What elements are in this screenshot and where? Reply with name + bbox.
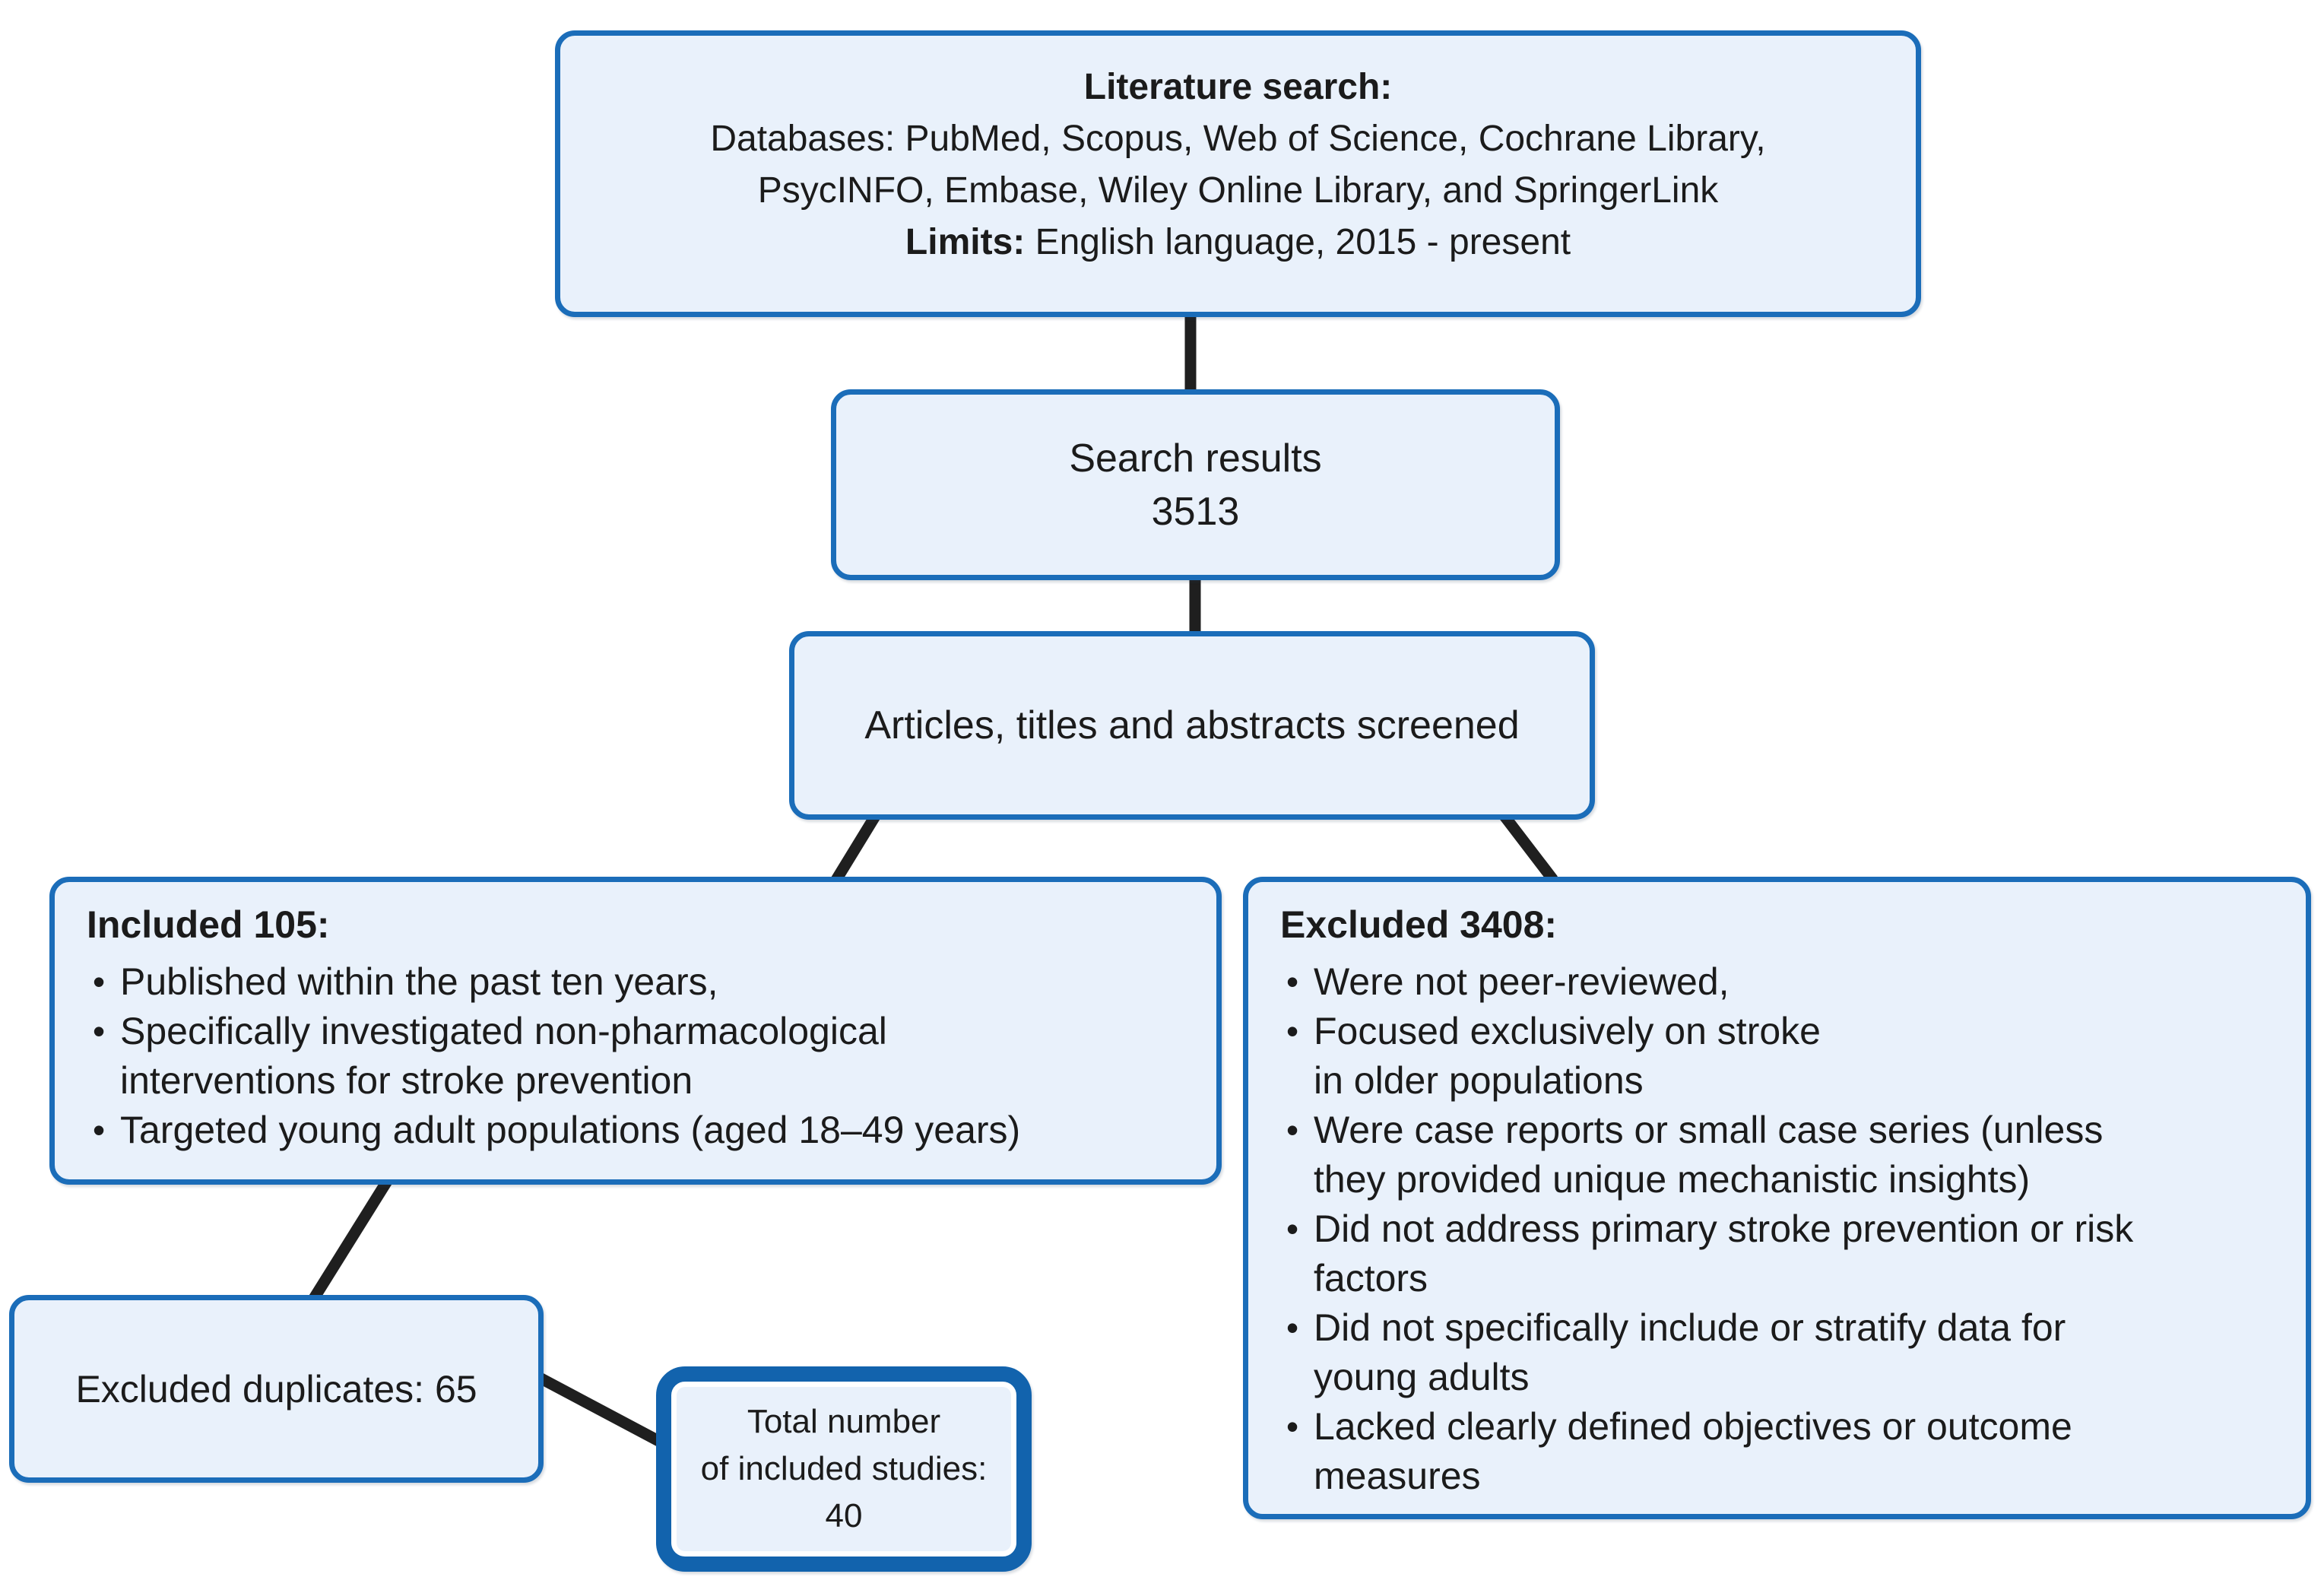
total-included-label: Total number of included studies: <box>700 1403 988 1487</box>
literature-search-title: Literature search: <box>1083 67 1393 107</box>
total-included-box: Total number of included studies: 40 <box>656 1366 1032 1572</box>
bullet-icon: • <box>1286 1011 1299 1051</box>
connector-included-to-duplicates <box>308 1177 393 1303</box>
bullet-icon: • <box>92 1110 106 1150</box>
bullet-icon: • <box>1286 1407 1299 1446</box>
list-item: • Specifically investigated non-pharmaco… <box>78 1007 1194 1106</box>
excluded-item-text: Did not address primary stroke preventio… <box>1314 1207 2134 1299</box>
list-item: • Did not address primary stroke prevent… <box>1271 1204 2283 1303</box>
total-included-count: 40 <box>825 1497 863 1534</box>
list-item: • Did not specifically include or strati… <box>1271 1303 2283 1402</box>
included-criteria-box: Included 105: • Published within the pas… <box>49 877 1222 1185</box>
literature-search-box: Literature search: Databases: PubMed, Sc… <box>555 30 1921 317</box>
excluded-criteria-box: Excluded 3408: • Were not peer-reviewed,… <box>1243 877 2311 1519</box>
search-results-box: Search results 3513 <box>831 389 1560 580</box>
bullet-icon: • <box>1286 1110 1299 1150</box>
included-item-text: Published within the past ten years, <box>120 960 718 1003</box>
excluded-duplicates-box: Excluded duplicates: 65 <box>9 1295 544 1483</box>
bullet-icon: • <box>1286 1209 1299 1249</box>
excluded-duplicates-label: Excluded duplicates: 65 <box>75 1367 477 1411</box>
bullet-icon: • <box>92 962 106 1001</box>
excluded-item-text: Focused exclusively on stroke in older p… <box>1314 1010 1821 1102</box>
list-item: • Focused exclusively on stroke in older… <box>1271 1007 2283 1106</box>
excluded-item-text: Were not peer-reviewed, <box>1314 960 1730 1003</box>
list-item: • Were not peer-reviewed, <box>1271 957 2283 1007</box>
screening-box: Articles, titles and abstracts screened <box>789 631 1595 820</box>
list-item: • Lacked clearly defined objectives or o… <box>1271 1402 2283 1501</box>
included-title: Included 105: <box>87 903 330 946</box>
excluded-item-text: Did not specifically include or stratify… <box>1314 1306 2066 1398</box>
bullet-icon: • <box>1286 962 1299 1001</box>
excluded-title: Excluded 3408: <box>1280 903 1558 946</box>
search-results-count: 3513 <box>1151 489 1240 534</box>
limits-text: English language, 2015 - present <box>1025 222 1571 262</box>
bullet-icon: • <box>92 1011 106 1051</box>
bullet-icon: • <box>1286 1308 1299 1347</box>
limits-line: Limits: English language, 2015 - present <box>560 217 1916 268</box>
list-item: • Published within the past ten years, <box>78 957 1194 1007</box>
search-results-label: Search results <box>1069 436 1322 481</box>
list-item: • Were case reports or small case series… <box>1271 1106 2283 1204</box>
list-item: • Targeted young adult populations (aged… <box>78 1106 1194 1155</box>
excluded-item-text: Were case reports or small case series (… <box>1314 1109 2104 1201</box>
connector-screening-to-included <box>831 812 881 883</box>
databases-line-1: Databases: PubMed, Scopus, Web of Scienc… <box>710 119 1766 159</box>
databases-line-2: PsycINFO, Embase, Wiley Online Library, … <box>757 170 1719 211</box>
screening-label: Articles, titles and abstracts screened <box>864 703 1520 747</box>
included-item-text: Specifically investigated non-pharmacolo… <box>120 1010 887 1102</box>
included-item-text: Targeted young adult populations (aged 1… <box>120 1109 1021 1151</box>
excluded-item-text: Lacked clearly defined objectives or out… <box>1314 1405 2072 1497</box>
connector-duplicates-to-total <box>537 1372 666 1449</box>
limits-label: Limits: <box>905 222 1026 262</box>
connector-screening-to-excluded <box>1499 811 1558 884</box>
